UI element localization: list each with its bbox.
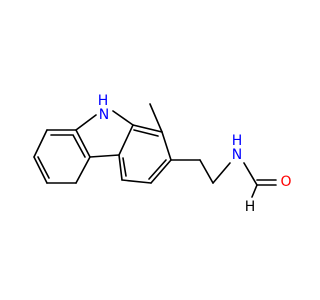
amide-hydrogen-label: H	[232, 133, 243, 149]
bond	[122, 157, 127, 177]
bond	[72, 134, 86, 158]
bond-lines	[33, 103, 277, 198]
nh-nitrogen-label: N	[99, 107, 109, 123]
bond	[75, 114, 97, 131]
bond	[212, 162, 231, 184]
bond	[37, 156, 50, 179]
bond	[199, 159, 214, 184]
carbonyl-oxygen-label: O	[280, 174, 291, 190]
amide-nitrogen-label: N	[232, 147, 242, 163]
atom-labels: H N H N O H	[98, 93, 292, 215]
molecule-structure: H N H N O H	[33, 93, 292, 215]
bond	[33, 129, 48, 158]
bond	[251, 184, 258, 198]
bond	[243, 162, 258, 186]
bond	[132, 124, 163, 133]
bond	[89, 154, 120, 158]
bond	[75, 156, 91, 184]
bond	[112, 110, 134, 126]
bond	[161, 131, 172, 161]
bond	[149, 103, 163, 133]
formyl-hydrogen-label: H	[245, 199, 256, 215]
bond	[148, 159, 167, 180]
bond	[33, 156, 48, 184]
bond	[75, 129, 91, 158]
nh-hydrogen-label: H	[98, 93, 109, 109]
bond	[150, 159, 172, 184]
bond	[133, 129, 159, 137]
bond	[118, 154, 123, 181]
bond	[121, 179, 152, 184]
bond	[118, 124, 134, 156]
